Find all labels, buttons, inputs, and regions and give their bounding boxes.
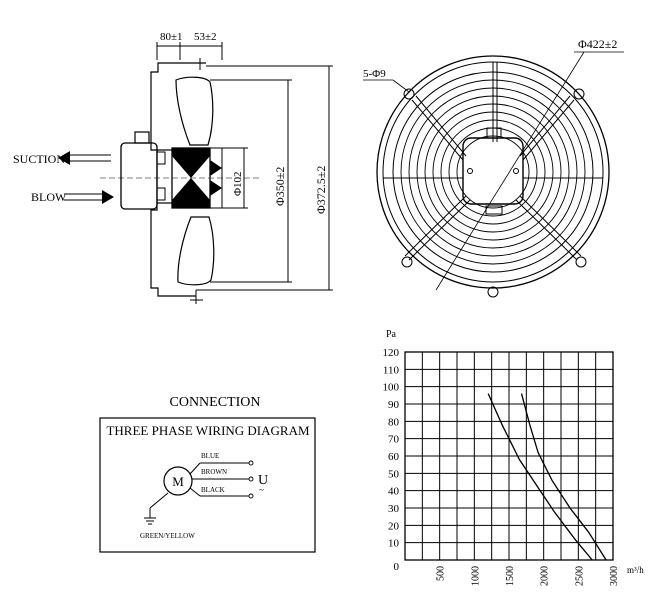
wire-blue: BLUE — [201, 452, 219, 460]
blade-lower — [177, 216, 215, 286]
motor-letter: M — [172, 474, 184, 489]
wiring-box — [99, 417, 316, 553]
connection-title: CONNECTION — [170, 395, 261, 410]
y-tick-label: 70 — [388, 434, 400, 446]
dim-holes: 5-Φ9 — [363, 68, 386, 80]
label-blow: BLOW — [31, 190, 67, 204]
y-tick-label: 100 — [383, 382, 400, 394]
y-tick-label: 110 — [383, 364, 400, 376]
blade-upper — [175, 76, 214, 146]
ground-label: GREEN/YELLOW — [140, 532, 195, 540]
motor-body — [120, 142, 158, 210]
dim-outer-diameter: Φ422±2 — [578, 37, 617, 51]
y-tick-label: 90 — [388, 399, 400, 411]
y-tick-label: 40 — [388, 486, 400, 498]
suction-arrow — [58, 151, 111, 165]
x-tick-label: 3000 — [609, 566, 620, 586]
voltage-tilde: ~ — [259, 485, 264, 495]
y-tick-label: 30 — [388, 503, 400, 515]
guard-spokes — [383, 62, 603, 261]
y-axis-label: Pa — [386, 329, 397, 340]
series-line-1 — [487, 393, 593, 561]
connection-diagram: CONNECTION THREE PHASE WIRING DIAGRAM M … — [99, 395, 316, 553]
y-tick-label: 120 — [383, 347, 400, 359]
front-view: Φ422±2 5-Φ9 — [363, 37, 624, 298]
performance-chart: Pa m³/h 0 10 20 30 40 50 60 70 80 90 100 110 120 500 1… — [383, 329, 645, 586]
x-tick-label: 2500 — [574, 566, 585, 586]
dim-width-80: 80±1 — [160, 31, 183, 43]
dim-width-53: 53±2 — [194, 31, 217, 43]
side-view: 80±1 53±2 Φ102 Φ3 — [13, 31, 333, 304]
y-tick-label: 10 — [388, 538, 400, 550]
y-tick-label: 0 — [394, 561, 400, 573]
ground-icon — [144, 517, 156, 525]
x-tick-label: 500 — [436, 566, 447, 581]
blow-arrow — [64, 190, 114, 204]
x-axis-label: m³/h — [627, 565, 644, 575]
voltage-symbol: U — [258, 473, 268, 488]
x-tick-label: 1500 — [505, 566, 516, 586]
y-tick-label: 80 — [388, 416, 400, 428]
dim-blade-diameter: Φ350±2 — [273, 167, 287, 206]
series-line-2 — [520, 393, 607, 561]
wire-brown: BROWN — [201, 468, 227, 476]
wire-black: BLACK — [201, 486, 225, 494]
terminal-box — [134, 131, 150, 144]
dim-hub-diameter: Φ102 — [232, 171, 244, 196]
x-tick-label: 2000 — [540, 566, 551, 586]
wiring-title: THREE PHASE WIRING DIAGRAM — [106, 423, 310, 438]
motor-symbol — [163, 466, 193, 496]
y-tick-label: 20 — [388, 520, 400, 532]
dim-ring-diameter: Φ372.5±2 — [314, 166, 328, 214]
y-tick-label: 50 — [388, 468, 400, 480]
outer-ring — [376, 55, 610, 289]
label-suction: SUCTION — [13, 152, 65, 166]
x-tick-label: 1000 — [470, 566, 481, 586]
y-tick-label: 60 — [388, 451, 400, 463]
